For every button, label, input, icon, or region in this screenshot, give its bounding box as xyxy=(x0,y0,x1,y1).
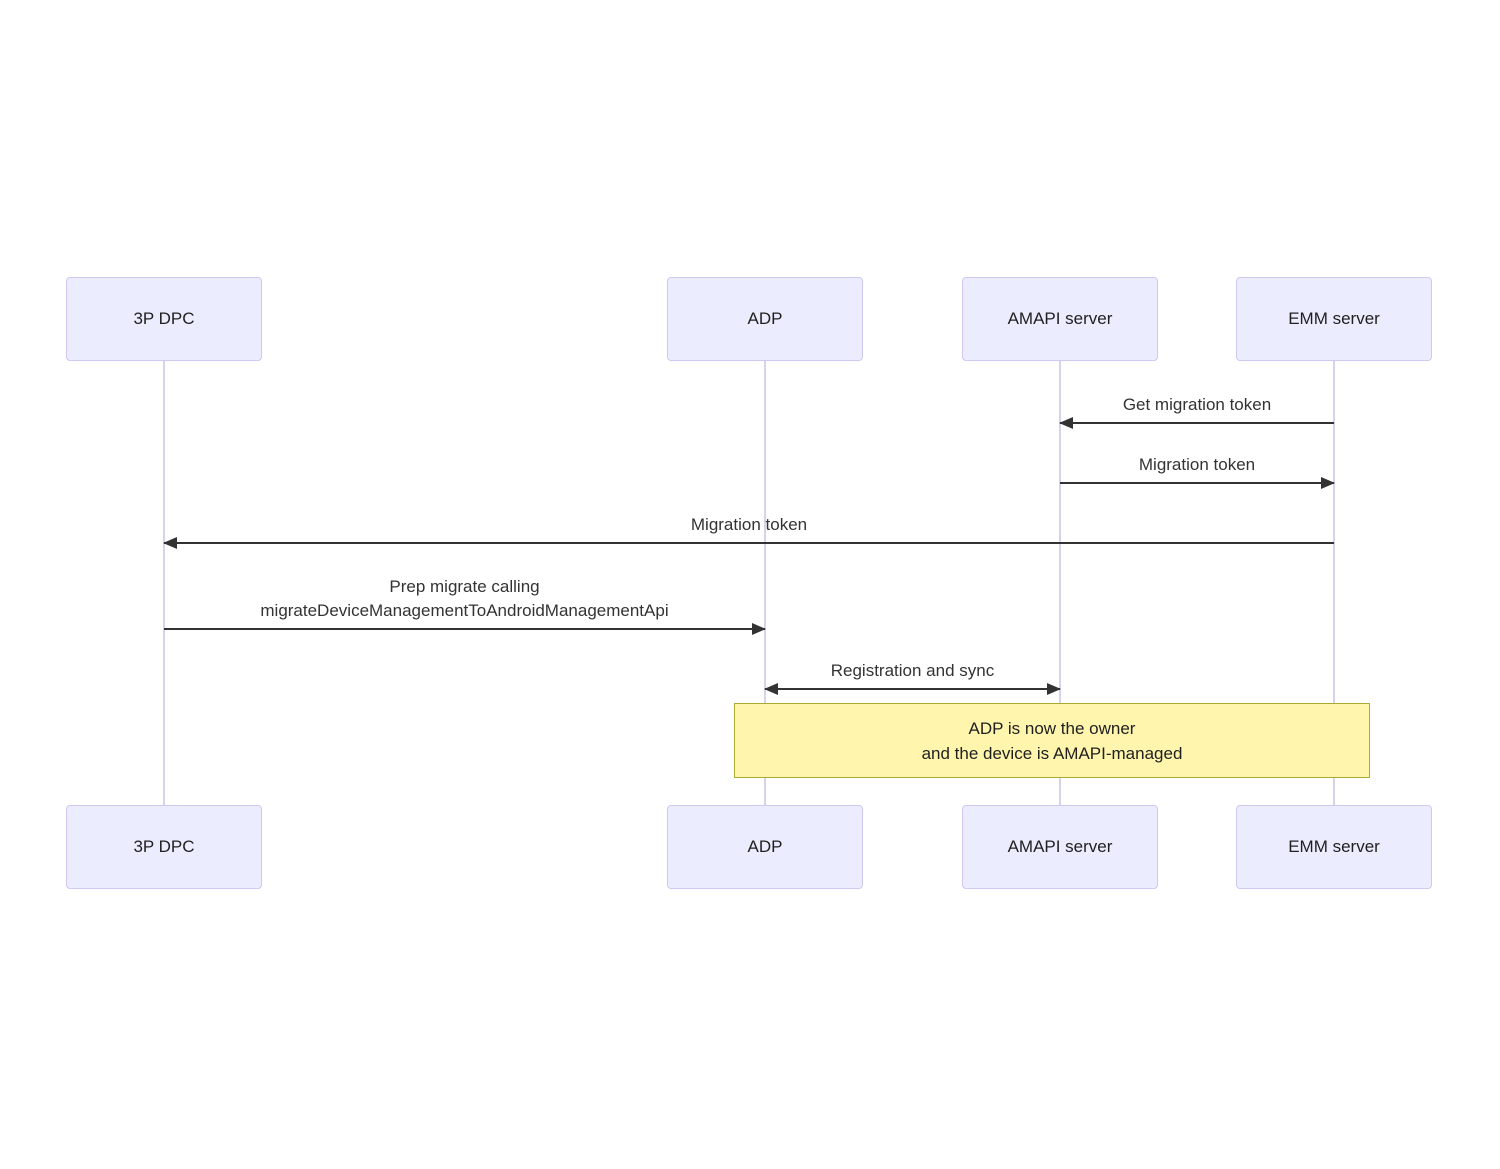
actor-top-amapi-server: AMAPI server xyxy=(962,277,1158,361)
actor-label: EMM server xyxy=(1288,837,1380,856)
actor-bottom-3p-dpc: 3P DPC xyxy=(66,805,262,889)
lifeline-adp xyxy=(764,361,766,805)
actor-top-3p-dpc: 3P DPC xyxy=(66,277,262,361)
message-registration-and-sync: Registration and sync xyxy=(764,659,1061,695)
actor-label: ADP xyxy=(747,837,783,856)
message-prep-migrate: Prep migrate calling migrateDeviceManage… xyxy=(164,575,766,635)
lifeline-amapi-server xyxy=(1059,361,1061,805)
message-label: Migration token xyxy=(690,515,808,534)
note-line2: and the device is AMAPI-managed xyxy=(921,743,1183,763)
actor-label: ADP xyxy=(747,309,783,328)
message-label: Registration and sync xyxy=(830,661,995,680)
note-adp-owner: ADP is now the owner and the device is A… xyxy=(734,703,1370,778)
actor-label: 3P DPC xyxy=(133,309,195,328)
actor-top-adp: ADP xyxy=(667,277,863,361)
arrowhead-left-icon xyxy=(163,537,177,549)
arrowhead-right-icon xyxy=(752,623,766,635)
arrow-line xyxy=(163,537,1334,549)
message-label-line2: migrateDeviceManagementToAndroidManageme… xyxy=(260,601,669,620)
actor-label: EMM server xyxy=(1288,309,1380,328)
actor-bottom-amapi-server: AMAPI server xyxy=(962,805,1158,889)
message-label: Get migration token xyxy=(1122,395,1272,414)
arrow-line xyxy=(1060,477,1335,489)
arrowhead-right-icon xyxy=(1321,477,1335,489)
arrowhead-right-icon xyxy=(1047,683,1061,695)
actor-label: AMAPI server xyxy=(1007,837,1113,856)
message-get-migration-token: Get migration token xyxy=(1059,393,1334,429)
actor-bottom-emm-server: EMM server xyxy=(1236,805,1432,889)
message-migration-token-to-emm: Migration token xyxy=(1060,453,1335,489)
arrowhead-left-icon xyxy=(1059,417,1073,429)
actor-top-emm-server: EMM server xyxy=(1236,277,1432,361)
lifeline-emm-server xyxy=(1333,361,1335,805)
note-line1: ADP is now the owner xyxy=(968,718,1136,738)
arrow-line xyxy=(1059,417,1334,429)
message-label: Migration token xyxy=(1138,455,1256,474)
arrow-line xyxy=(764,683,1061,695)
actor-label: 3P DPC xyxy=(133,837,195,856)
actor-bottom-adp: ADP xyxy=(667,805,863,889)
arrowhead-left-icon xyxy=(764,683,778,695)
message-label-line1: Prep migrate calling xyxy=(389,577,540,596)
lifeline-3p-dpc xyxy=(163,361,165,805)
message-migration-token-to-3p-dpc: Migration token xyxy=(163,513,1334,549)
arrow-line xyxy=(164,623,766,635)
actor-label: AMAPI server xyxy=(1007,309,1113,328)
